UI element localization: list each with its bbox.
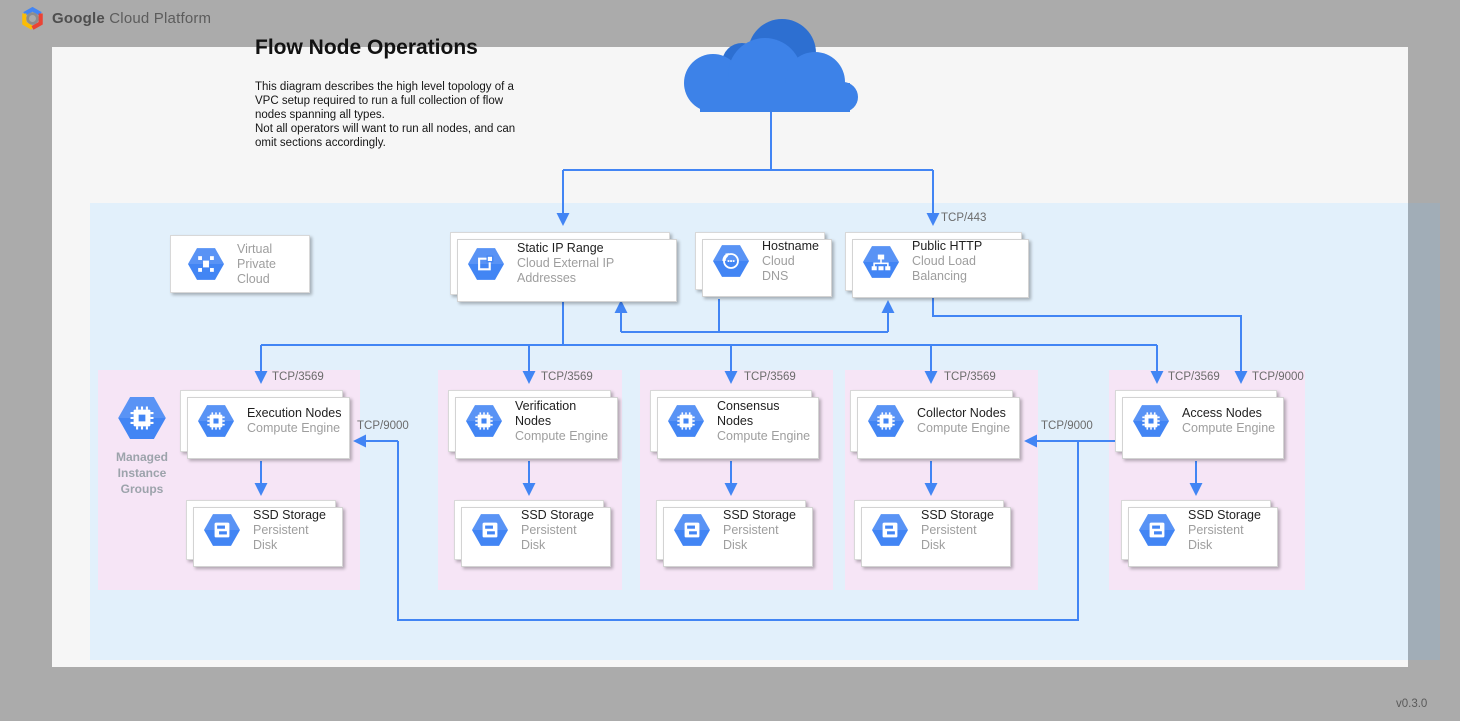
persistent-disk-icon (872, 514, 908, 546)
persistent-disk-icon (204, 514, 240, 546)
collector-ssd-box[interactable]: SSD Storage Persistent Disk (854, 500, 1011, 567)
node-title: Hostname (762, 238, 819, 253)
node-title: SSD Storage (723, 507, 796, 522)
execution-ssd-box[interactable]: SSD Storage Persistent Disk (186, 500, 343, 567)
node-title: Collector Nodes (917, 406, 1006, 420)
node-title: Public HTTP (912, 239, 983, 253)
node-subtitle: Persistent Disk (253, 522, 309, 552)
gcp-header: Google Cloud Platform (21, 7, 211, 30)
port-label-tcp3569: TCP/3569 (944, 371, 996, 383)
node-title: SSD Storage (253, 507, 326, 522)
node-title: Static IP Range (517, 241, 604, 255)
mig-label-line: Groups (120, 482, 164, 496)
description: This diagram describes the high level to… (255, 80, 535, 150)
port-label-tcp9000: TCP/9000 (1041, 420, 1093, 432)
node-subtitle: Persistent Disk (921, 522, 977, 552)
node-title: Execution Nodes (247, 406, 342, 420)
collector-nodes-box[interactable]: Collector Nodes Compute Engine (850, 390, 1020, 459)
brand-google: Google (52, 10, 105, 27)
node-title: Verification Nodes (515, 398, 577, 428)
node-subtitle: Compute Engine (515, 428, 609, 443)
port-label-tcp9000: TCP/9000 (1252, 371, 1304, 383)
static-ip-range-node[interactable]: Static IP Range Cloud External IP Addres… (450, 232, 677, 302)
access-nodes-box[interactable]: Access Nodes Compute Engine (1115, 390, 1284, 459)
node-subtitle: Cloud DNS (762, 253, 795, 283)
brand-cloud-platform: Cloud Platform (109, 10, 212, 27)
mig-label-line: Instance (117, 466, 167, 480)
cloud-dns-icon (713, 245, 749, 277)
compute-engine-icon (466, 405, 502, 437)
port-label-tcp3569: TCP/3569 (541, 371, 593, 383)
port-label-tcp3569: TCP/3569 (1168, 371, 1220, 383)
node-subtitle: Private Cloud (237, 256, 276, 286)
version-label: v0.3.0 (1396, 698, 1428, 710)
persistent-disk-icon (1139, 514, 1175, 546)
vpc-icon (188, 248, 224, 280)
persistent-disk-icon (472, 514, 508, 546)
hostname-node[interactable]: Hostname Cloud DNS (695, 232, 832, 297)
persistent-disk-icon (674, 514, 710, 546)
description-line: nodes spanning all types. (255, 109, 385, 121)
node-subtitle: Compute Engine (717, 428, 811, 443)
load-balancing-icon (863, 245, 899, 278)
internet-cloud-icon[interactable] (670, 15, 880, 115)
port-label-tcp3569: TCP/3569 (272, 371, 324, 383)
public-http-node[interactable]: Public HTTP Cloud Load Balancing (845, 232, 1029, 298)
description-line: Not all operators will want to run all n… (255, 123, 516, 135)
node-subtitle: Cloud Load Balancing (912, 254, 976, 283)
mig-label-line: Managed (115, 450, 168, 464)
managed-instance-groups-icon[interactable] (118, 397, 166, 439)
node-subtitle: Compute Engine (247, 421, 341, 435)
google-cloud-logo-icon (22, 7, 43, 30)
vpc-region-overhang (1408, 203, 1440, 660)
node-title: Virtual (237, 241, 273, 256)
compute-engine-icon (198, 405, 234, 437)
node-title: Consensus Nodes (717, 398, 780, 428)
verification-ssd-box[interactable]: SSD Storage Persistent Disk (454, 500, 611, 567)
description-line: omit sections accordingly. (255, 137, 386, 149)
execution-nodes-box[interactable]: Execution Nodes Compute Engine (180, 390, 350, 459)
compute-engine-icon (1133, 405, 1169, 437)
managed-instance-groups-label: Managed Instance Groups (100, 449, 184, 497)
description-line: This diagram describes the high level to… (255, 81, 514, 93)
page-title: Flow Node Operations (255, 36, 478, 59)
node-subtitle: Cloud External IP Addresses (517, 256, 615, 285)
access-ssd-box[interactable]: SSD Storage Persistent Disk (1121, 500, 1278, 567)
node-title: SSD Storage (1188, 507, 1261, 522)
virtual-private-cloud-node[interactable]: Virtual Private Cloud (170, 235, 310, 293)
node-title: SSD Storage (521, 507, 594, 522)
port-label-tcp9000: TCP/9000 (357, 420, 409, 432)
node-subtitle: Compute Engine (917, 421, 1011, 435)
consensus-ssd-box[interactable]: SSD Storage Persistent Disk (656, 500, 813, 567)
compute-engine-icon (868, 405, 904, 437)
external-ip-icon (468, 247, 504, 280)
verification-nodes-box[interactable]: Verification Nodes Compute Engine (448, 390, 618, 459)
port-label-tcp443: TCP/443 (941, 212, 987, 224)
description-line: VPC setup required to run a full collect… (255, 95, 504, 107)
node-title: SSD Storage (921, 507, 994, 522)
compute-engine-icon (668, 405, 704, 437)
node-subtitle: Persistent Disk (723, 522, 779, 552)
node-subtitle: Compute Engine (1182, 421, 1276, 435)
port-label-tcp3569: TCP/3569 (744, 371, 796, 383)
brand-text: Google Cloud Platform (52, 10, 211, 27)
node-subtitle: Persistent Disk (521, 522, 577, 552)
node-subtitle: Persistent Disk (1188, 522, 1244, 552)
node-title: Access Nodes (1182, 406, 1262, 420)
consensus-nodes-box[interactable]: Consensus Nodes Compute Engine (650, 390, 819, 459)
